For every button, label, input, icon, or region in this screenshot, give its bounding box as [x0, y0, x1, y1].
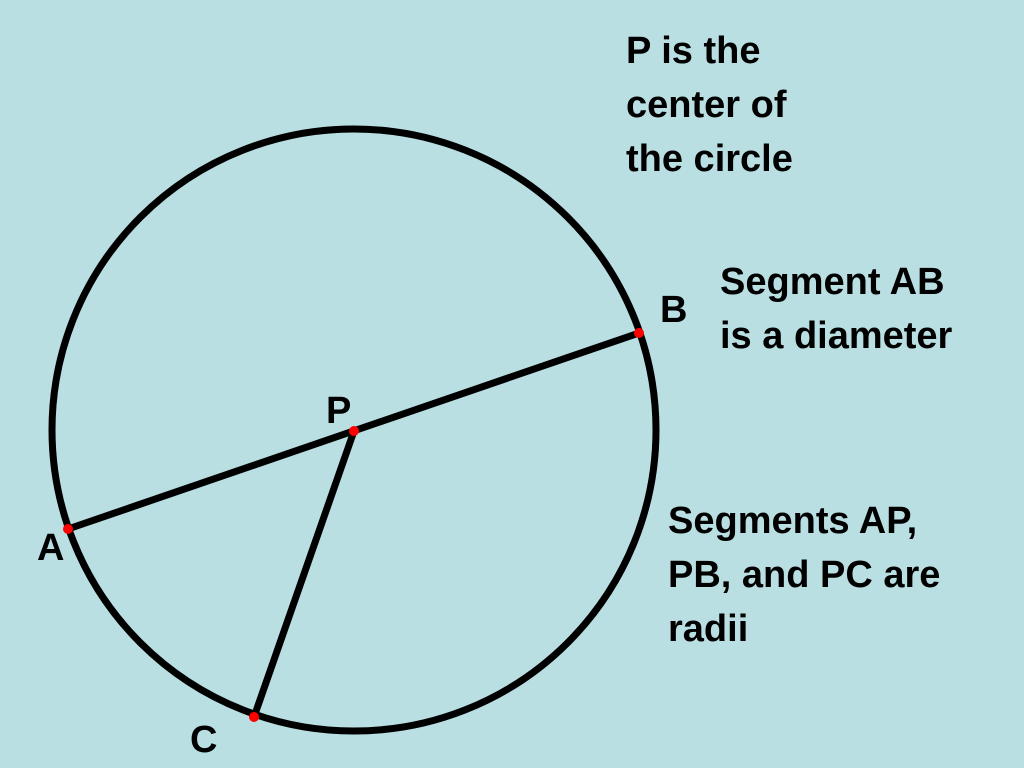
circle: [48, 125, 660, 735]
label-p: P: [326, 390, 351, 432]
point-c: [249, 712, 259, 722]
radius-pc: [250, 429, 358, 719]
label-c: C: [190, 719, 217, 761]
center-note: P is the center of the circle: [626, 30, 793, 180]
radii-note: Segments AP, PB, and PC are radii: [668, 500, 941, 650]
diameter-note: Segment AB is a diameter: [720, 261, 953, 357]
point-b: [634, 328, 644, 338]
label-b: B: [660, 289, 687, 331]
point-a: [63, 524, 73, 534]
point-p: [349, 426, 359, 436]
label-a: A: [37, 527, 64, 569]
